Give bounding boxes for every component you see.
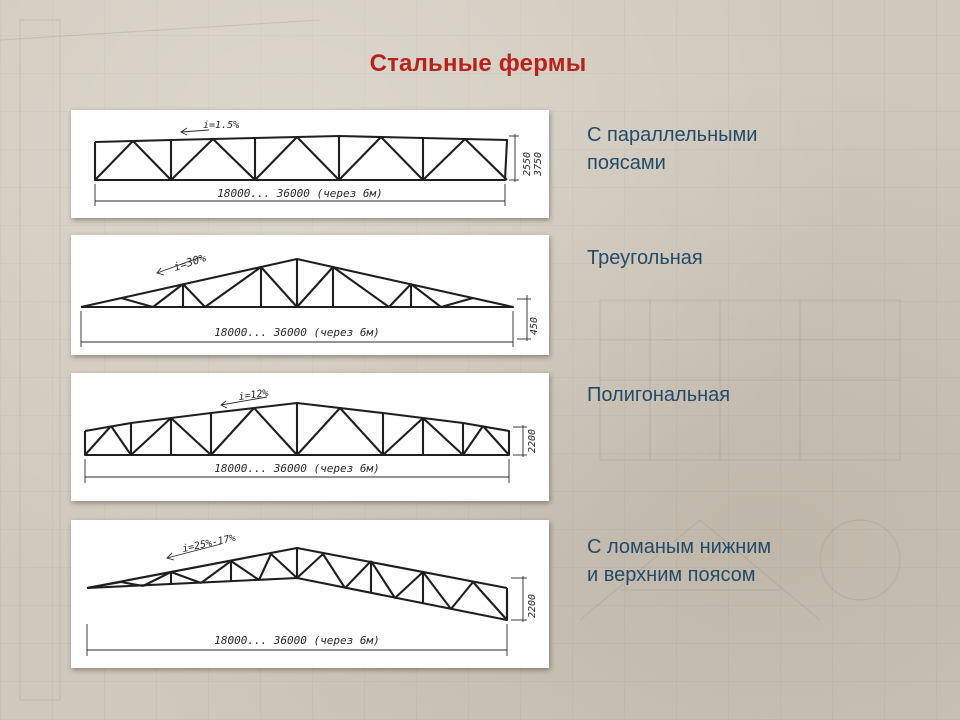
span-label: 18000... 36000 (через 6м) (214, 634, 380, 647)
caption-line: С параллельными (587, 124, 758, 146)
caption-triangular: Треугольная (587, 244, 703, 272)
caption-polygonal: Полигональная (587, 381, 730, 409)
caption-line: Полигональная (587, 384, 731, 406)
truss-panel-broken-chords: 18000... 36000 (через 6м) i=25%-17% 2200 (71, 520, 549, 668)
slope-label: i=30% (172, 251, 208, 274)
truss-drawing-polygonal: 18000... 36000 (через 6м) i=12% 2200 (83, 388, 538, 483)
truss-drawing-parallel: 18000... 36000 (через 6м) i=1.5% 2550 37… (93, 120, 544, 206)
truss-panel-triangular: 18000... 36000 (через 6м) i=30% 450 (71, 235, 549, 355)
slope-label: i=1.5% (203, 120, 239, 131)
slope-label: i=25%-17% (181, 533, 236, 555)
height-label-1: 2200 (527, 594, 538, 618)
height-label-2: 3750 (533, 152, 544, 177)
height-label-1: 2550 (522, 152, 533, 176)
truss-drawing-broken-chords: 18000... 36000 (через 6м) i=25%-17% 2200 (86, 533, 538, 656)
truss-panel-polygonal: 18000... 36000 (через 6м) i=12% 2200 (71, 373, 549, 501)
slope-label: i=12% (238, 388, 269, 403)
truss-drawing-triangular: 18000... 36000 (через 6м) i=30% 450 (80, 251, 540, 347)
truss-panel-parallel: 18000... 36000 (через 6м) i=1.5% 2550 37… (71, 110, 549, 218)
height-label-1: 2200 (527, 429, 538, 453)
span-label: 18000... 36000 (через 6м) (217, 187, 383, 200)
span-label: 18000... 36000 (через 6м) (214, 462, 380, 475)
height-label-1: 450 (529, 317, 540, 335)
caption-line: поясами (587, 152, 666, 174)
caption-line: Треугольная (587, 247, 703, 269)
caption-line: С ломаным нижним (587, 536, 772, 558)
caption-parallel: С параллельными поясами (587, 121, 757, 177)
caption-broken-chords: С ломаным нижним и верхним поясом (587, 533, 771, 589)
span-label: 18000... 36000 (через 6м) (214, 326, 380, 339)
page-title: Стальные фермы (369, 50, 587, 77)
caption-line: и верхним поясом (587, 564, 756, 586)
